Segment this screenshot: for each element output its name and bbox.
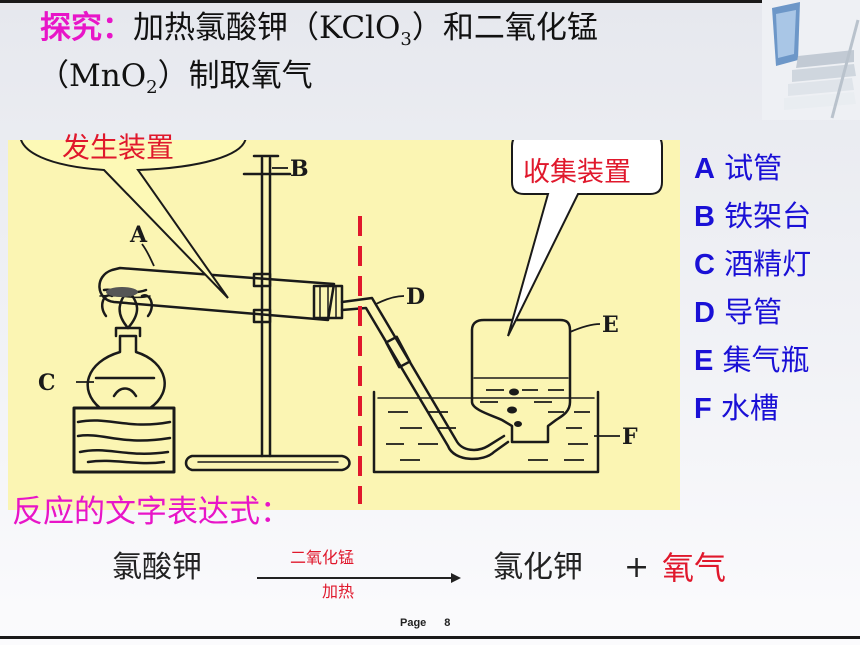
collector-callout: 收集装置 — [523, 157, 631, 188]
legend-item: F 水槽 — [694, 388, 854, 436]
title-subscript-1: 3 — [400, 29, 412, 51]
bottom-border — [0, 636, 860, 639]
legend-name: 试管 — [714, 151, 783, 185]
title-line-2: （MnO2）制取氧气 — [38, 56, 313, 108]
page-footer: Page 8 — [400, 617, 468, 629]
legend-item: D 导管 — [694, 292, 854, 340]
condition: 加热 — [322, 582, 355, 601]
title-text-1: 加热氯酸钾（KClO — [133, 10, 401, 46]
page-number: 8 — [444, 617, 451, 629]
catalyst: 二氧化锰 — [290, 548, 355, 567]
legend-letter: C — [694, 249, 715, 281]
label-e: E — [602, 312, 619, 338]
legend-item: C 酒精灯 — [694, 244, 854, 292]
legend-name: 铁架台 — [714, 199, 812, 233]
label-c: C — [38, 370, 56, 396]
label-d: D — [406, 284, 425, 310]
generator-callout: 发生装置 — [62, 131, 175, 164]
title-tail-2: ）制取氧气 — [157, 58, 313, 94]
label-f: F — [622, 424, 638, 450]
top-border — [0, 0, 860, 3]
label-b: B — [290, 156, 309, 182]
title-keyword: 探究： — [40, 10, 133, 46]
legend-letter: E — [694, 345, 714, 377]
reaction-arrow-icon — [257, 573, 461, 583]
label-a: A — [129, 222, 148, 248]
legend-name: 导管 — [714, 295, 783, 329]
page-label: Page — [400, 617, 427, 629]
legend-item: A 试管 — [694, 148, 854, 196]
apparatus-legend: A 试管 B 铁架台 C 酒精灯 D 导管 E 集气瓶 F 水槽 — [694, 148, 854, 436]
title-line-1: 探究：加热氯酸钾（KClO3）和二氧化锰 — [40, 8, 598, 60]
reactant: 氯酸钾 — [112, 550, 202, 585]
legend-item: B 铁架台 — [694, 196, 854, 244]
product-2: 氧气 — [662, 549, 727, 587]
legend-item: E 集气瓶 — [694, 340, 854, 388]
product-1: 氯化钾 — [493, 550, 583, 585]
legend-name: 酒精灯 — [714, 247, 812, 281]
legend-name: 水槽 — [711, 391, 779, 425]
plus-sign: + — [624, 550, 650, 585]
stairs-decoration-icon — [762, 0, 860, 120]
legend-letter: A — [694, 153, 715, 185]
title-tail-1: ）和二氧化锰 — [411, 10, 598, 46]
apparatus-diagram: A B C D E F — [20, 140, 663, 504]
legend-letter: F — [694, 393, 712, 425]
legend-letter: B — [694, 201, 715, 233]
title-subscript-2: 2 — [146, 77, 158, 99]
legend-name: 集气瓶 — [713, 343, 810, 377]
legend-letter: D — [694, 297, 715, 329]
reaction-label: 反应的文字表达式： — [12, 494, 291, 530]
title-text-2: （MnO — [38, 58, 147, 94]
